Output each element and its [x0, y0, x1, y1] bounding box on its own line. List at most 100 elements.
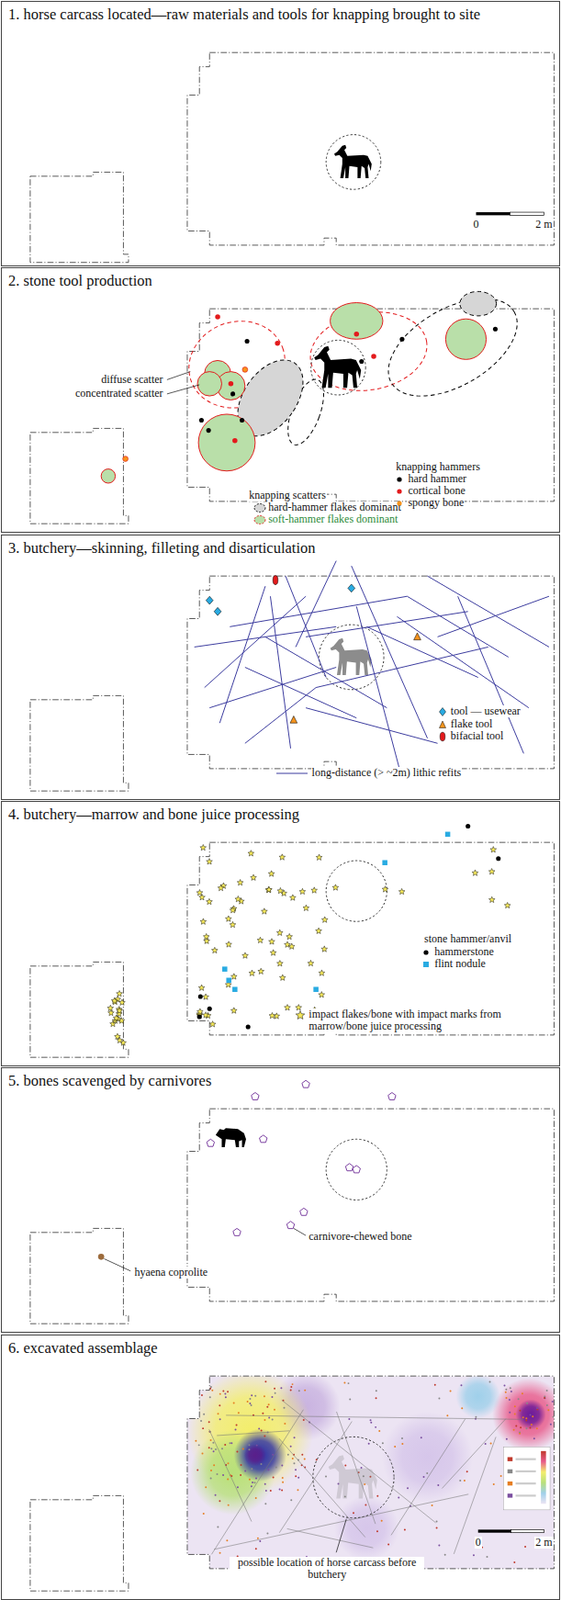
find-dot	[426, 1471, 428, 1474]
find-dot	[248, 1397, 251, 1400]
find-dot	[344, 1463, 347, 1466]
find-dot	[474, 1415, 477, 1418]
excavation-outline	[187, 308, 555, 502]
find-dot	[343, 1381, 346, 1384]
impact-star	[321, 945, 328, 952]
find-dot	[197, 1013, 202, 1019]
impact-star	[269, 1011, 276, 1018]
plan-label: knapping scatters	[247, 489, 327, 502]
find-dot	[543, 1396, 546, 1399]
impact-star	[307, 959, 315, 965]
find-dot	[251, 1481, 254, 1483]
find-dot	[484, 1442, 487, 1445]
find-dot	[352, 1511, 355, 1514]
find-dot	[292, 1461, 295, 1464]
find-dot	[375, 1396, 378, 1399]
find-dot	[271, 1453, 274, 1456]
bifacial-tool	[272, 575, 279, 585]
find-dot	[264, 1502, 267, 1504]
find-dot	[230, 1441, 233, 1444]
site-plan	[1, 535, 560, 799]
find-dot	[266, 1405, 269, 1408]
find-dot	[260, 1428, 263, 1431]
refit-line	[441, 1418, 506, 1489]
find-dot	[302, 1418, 305, 1421]
find-dot	[268, 1415, 270, 1418]
find-dot	[257, 1537, 259, 1539]
impact-star	[311, 886, 318, 893]
scale-bar	[476, 212, 511, 215]
stage-panel: 1. horse carcass located—raw materials a…	[0, 0, 561, 267]
hyena-silhouette	[215, 1127, 247, 1147]
find-dot	[525, 1419, 528, 1422]
impact-star	[211, 946, 218, 953]
stage-panel: 3. butchery—skinning, filleting and disa…	[0, 534, 561, 800]
refit-line	[281, 1399, 437, 1523]
carcass-circle	[318, 624, 384, 690]
find-dot	[226, 1477, 229, 1480]
find-dot	[200, 1419, 202, 1422]
carcass-circle	[325, 1138, 387, 1200]
find-dot	[210, 1469, 213, 1471]
plan-label: concentrated scatter	[74, 387, 165, 400]
find-dot	[219, 1551, 222, 1554]
find-dot	[266, 1532, 269, 1535]
panel-heading: 6. excavated assemblage	[8, 1338, 486, 1357]
horse-silhouette	[334, 145, 372, 179]
find-dot	[250, 1393, 253, 1396]
carcass-circle	[325, 860, 387, 921]
find-dot	[444, 1553, 447, 1556]
find-dot	[258, 1539, 261, 1542]
find-dot	[393, 1445, 396, 1448]
find-dot	[273, 1408, 276, 1411]
scale-bar	[478, 1528, 512, 1532]
find-dot	[459, 1479, 461, 1482]
find-dot	[513, 1428, 516, 1431]
impact-star	[230, 1007, 237, 1013]
usewear-tool	[205, 595, 214, 605]
stage-panel: 6. excavated assemblagepossible location…	[0, 1334, 561, 1600]
impact-star	[471, 869, 479, 876]
legend-swatch	[274, 767, 310, 779]
find-dot	[283, 1406, 286, 1409]
find-dot	[524, 1545, 527, 1548]
panel-heading: 4. butchery—marrow and bone juice proces…	[8, 805, 486, 823]
excavation-outline	[30, 1494, 129, 1591]
find-dot	[201, 1451, 204, 1454]
find-dot	[354, 331, 360, 337]
find-dot	[360, 1466, 363, 1469]
usewear-tool	[347, 583, 356, 593]
refit-line	[216, 1430, 290, 1436]
find-dot	[239, 417, 245, 423]
refit-line	[285, 575, 326, 677]
impact-star	[116, 1007, 124, 1013]
find-dot	[504, 1388, 507, 1391]
impact-star	[198, 984, 205, 990]
find-dot	[218, 1403, 221, 1406]
refit-line	[437, 595, 550, 637]
find-dot	[437, 1396, 440, 1399]
find-dot	[240, 1463, 243, 1466]
impact-star	[273, 1012, 281, 1019]
find-dot	[210, 1438, 213, 1441]
heatmap-key	[507, 1481, 514, 1485]
find-dot	[514, 1413, 517, 1415]
find-dot	[123, 456, 129, 462]
find-dot	[235, 1428, 237, 1431]
find-dot	[500, 1474, 503, 1477]
horse-silhouette	[328, 1454, 378, 1498]
find-dot	[504, 1391, 507, 1393]
leader-line	[293, 1227, 306, 1235]
excavation-outline	[187, 52, 555, 246]
heatmap-key	[507, 1469, 514, 1473]
heatmap-key	[507, 1456, 514, 1460]
impact-star	[202, 993, 210, 999]
find-dot	[201, 1426, 204, 1429]
find-dot	[209, 1395, 212, 1398]
find-dot	[194, 1439, 197, 1442]
impact-star	[381, 886, 389, 892]
find-dot	[193, 1408, 196, 1411]
find-dot	[423, 1475, 426, 1478]
find-dot	[387, 1542, 390, 1545]
impact-star	[488, 896, 495, 902]
